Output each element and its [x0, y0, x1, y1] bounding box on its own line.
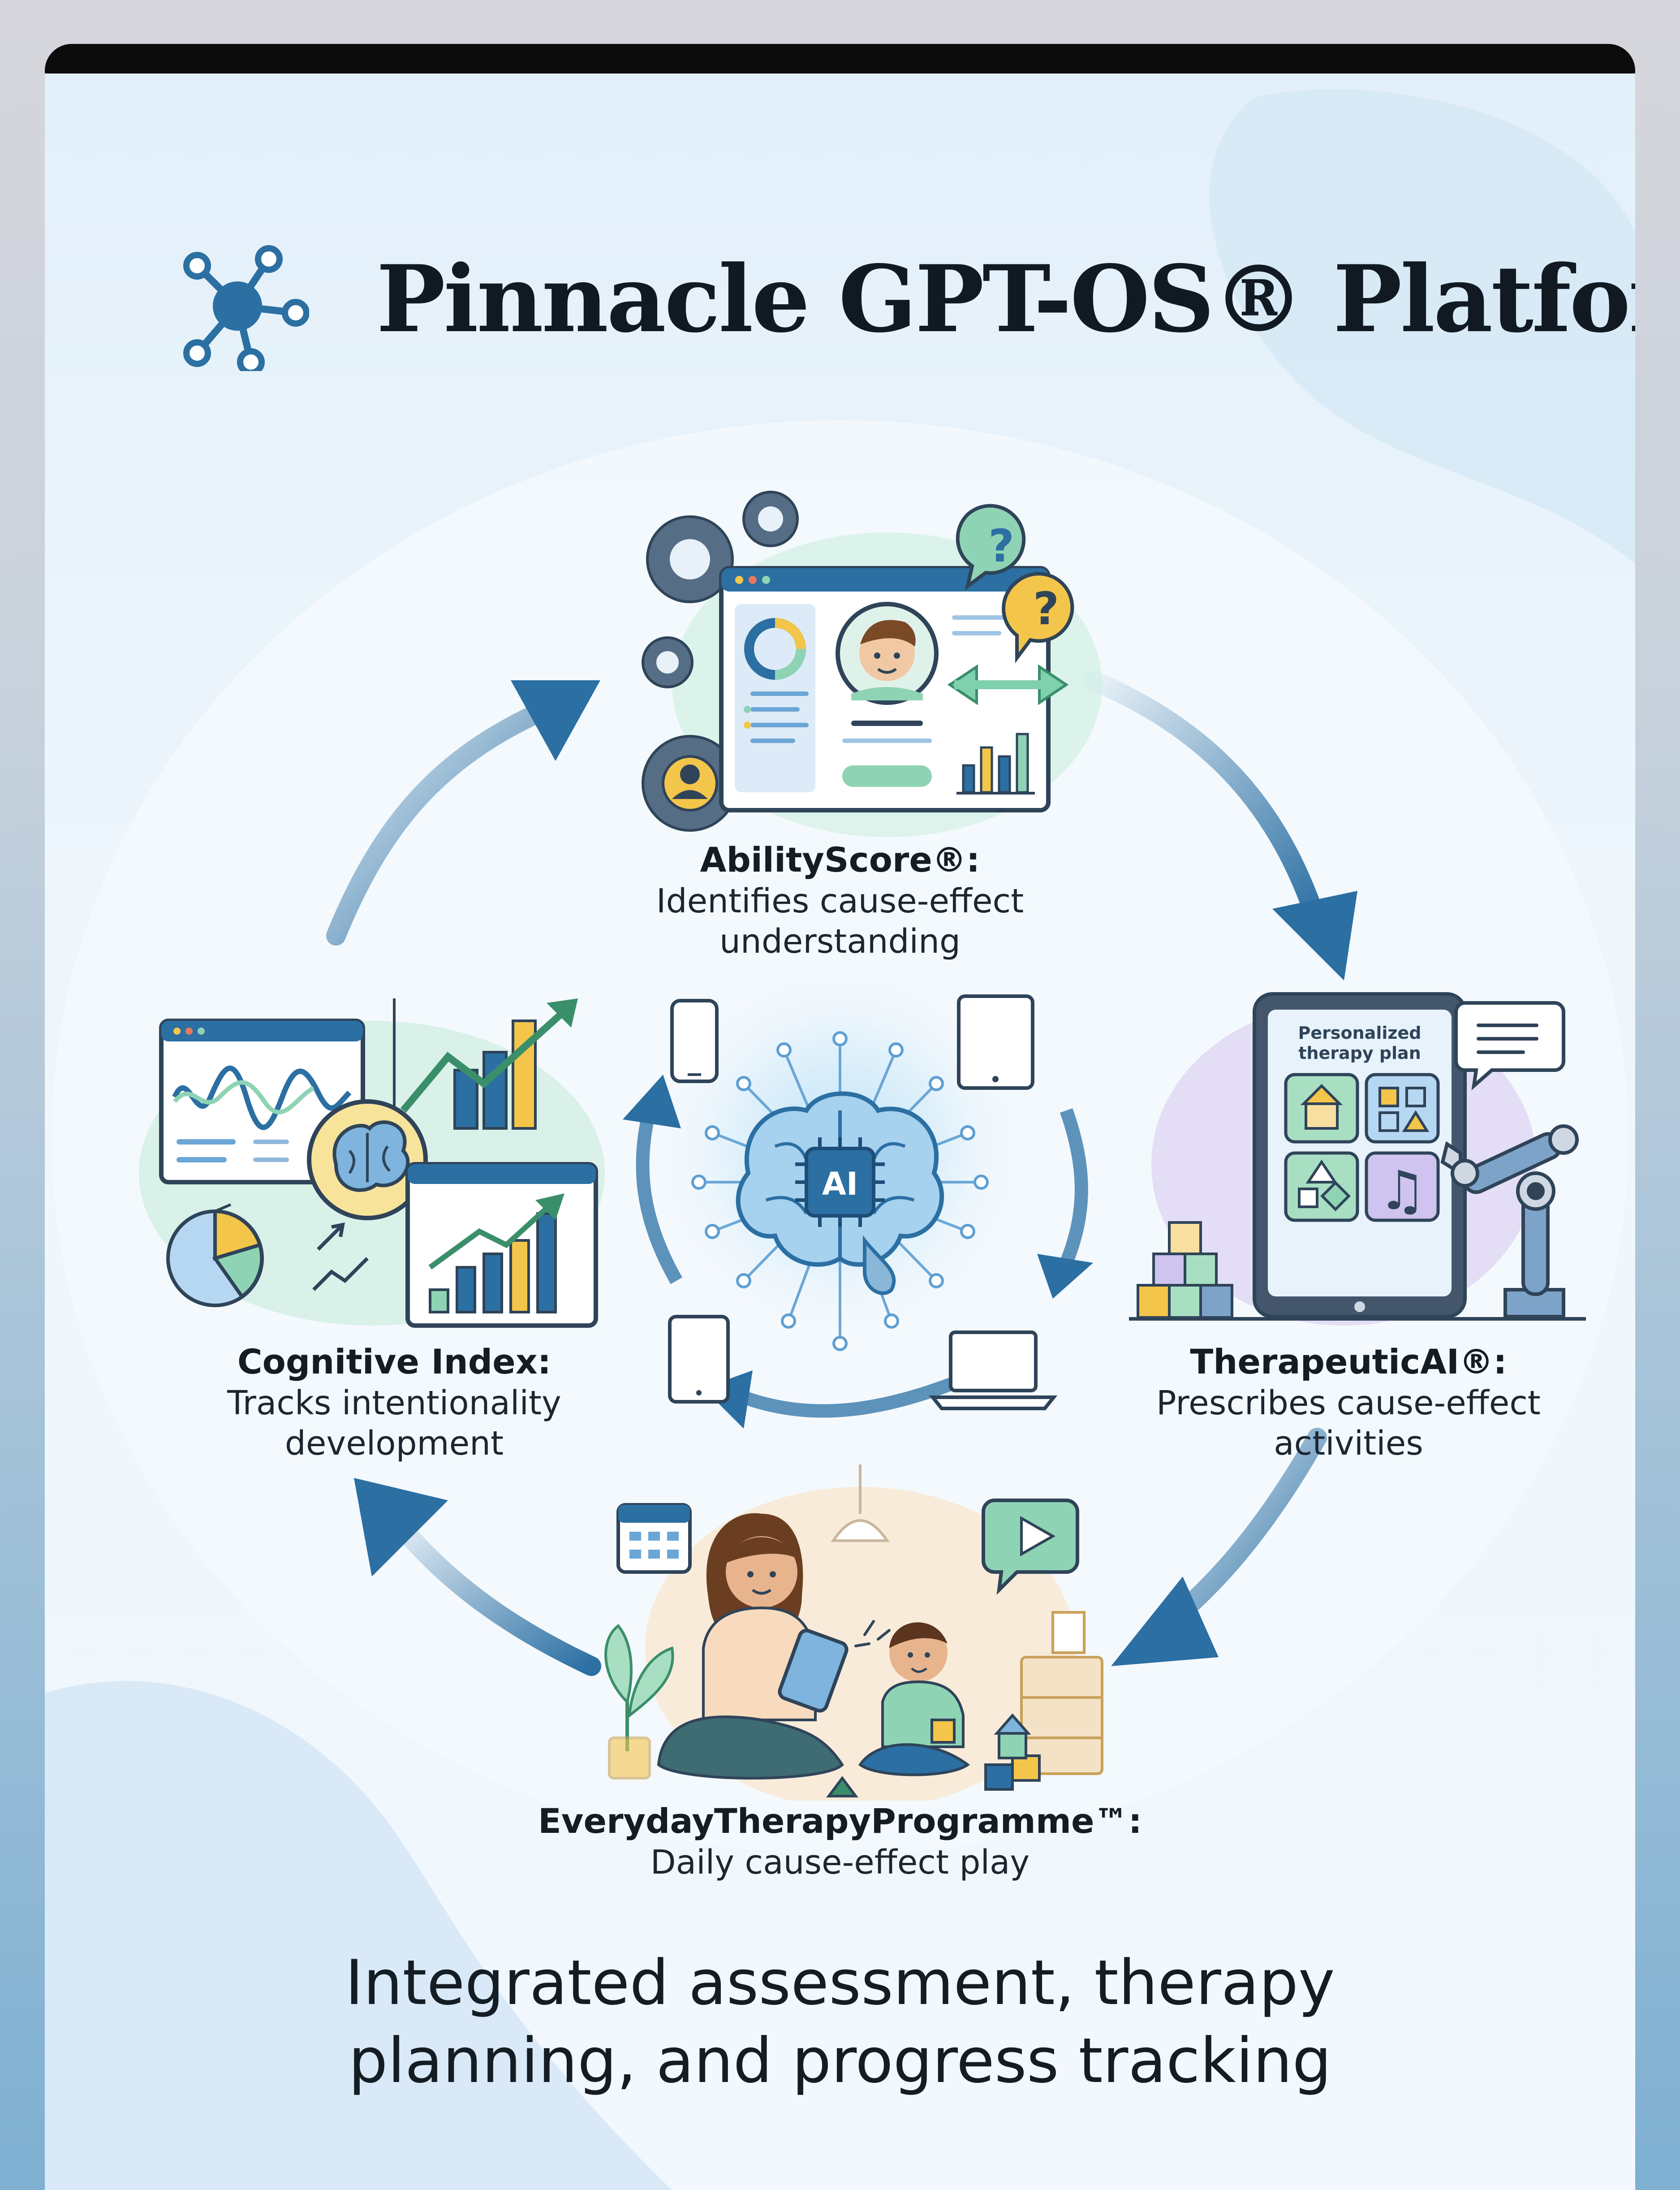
cognitive-index-desc-line2: development — [284, 1424, 504, 1463]
everyday-therapy-desc-line1: Daily cause-effect play — [650, 1843, 1030, 1882]
calendar-icon — [616, 1503, 692, 1574]
everyday-therapy-title: EverydayTherapyProgramme™: — [538, 1801, 1142, 1841]
everyday-therapy-label: EverydayTherapyProgramme™: Daily cause-e… — [515, 1801, 1165, 1883]
therapeuticai-desc-line2: activities — [1274, 1424, 1423, 1463]
tagline: Integrated assessment, therapy planning,… — [224, 1944, 1456, 2100]
abilityscore-desc-line2: understanding — [719, 922, 961, 961]
cycle-arrow-top-right-head — [1272, 891, 1357, 981]
therapeuticai-label: TherapeuticAI®: Prescribes cause-effect … — [1089, 1341, 1608, 1464]
cognitive-index-label: Cognitive Index: Tracks intentionality d… — [134, 1341, 654, 1464]
abilityscore-desc-line1: Identifies cause-effect — [656, 881, 1024, 920]
tagline-line2: planning, and progress tracking — [348, 2024, 1332, 2097]
ai-brain-chip-icon: AI — [668, 994, 1058, 1410]
panel-text-line1: Personalized — [1298, 1023, 1422, 1043]
cycle-arrow-bottom-left — [384, 1508, 601, 1676]
svg-text:?: ? — [1033, 583, 1059, 635]
cycle-arrow-top-right — [1083, 670, 1327, 932]
svg-text:?: ? — [988, 520, 1014, 572]
infographic-card: Pinnacle GPT-OS® Platform — [45, 44, 1635, 2190]
analytics-charts-icon — [139, 998, 605, 1328]
cognitive-index-desc-line1: Tracks intentionality — [227, 1383, 561, 1422]
top-bar — [45, 44, 1635, 73]
inner-arrow-right — [1060, 1108, 1088, 1266]
cycle-arrow-top-left — [326, 697, 561, 946]
cycle-arrow-bottom-left-head — [354, 1478, 448, 1577]
video-play-icon — [982, 1499, 1079, 1595]
tagline-line1: Integrated assessment, therapy — [345, 1947, 1335, 2019]
therapeuticai-desc-line1: Prescribes cause-effect — [1156, 1383, 1541, 1422]
smartphone-icon — [670, 999, 719, 1083]
page-title: Pinnacle GPT-OS® Platform — [376, 246, 1635, 353]
therapeuticai-title: TherapeuticAI®: — [1190, 1342, 1507, 1382]
parent-child-play-icon — [604, 1464, 1103, 1801]
inner-arrow-left — [636, 1109, 683, 1284]
cycle-arrow-top-left-head — [511, 680, 600, 761]
abilityscore-title: AbilityScore®: — [700, 840, 980, 880]
assessment-dashboard-icon: ? ? — [642, 491, 1102, 837]
cycle-arrow-bottom-right-head — [1111, 1577, 1219, 1666]
panel-text-line2: therapy plan — [1298, 1043, 1421, 1063]
cognitive-index-title: Cognitive Index: — [237, 1342, 551, 1382]
tablet-icon — [957, 994, 1034, 1090]
tablet-small-icon — [668, 1315, 730, 1404]
abilityscore-label: AbilityScore®: Identifies cause-effect u… — [582, 839, 1098, 962]
laptop-icon — [929, 1330, 1058, 1410]
ai-chip-label: AI — [822, 1166, 858, 1202]
inner-arrow-bottom — [741, 1373, 966, 1418]
network-hub-icon — [183, 245, 309, 371]
therapy-plan-tablet-icon: Personalized therapy plan ♫ — [1129, 992, 1586, 1326]
svg-text:♫: ♫ — [1378, 1160, 1426, 1222]
title-block: Pinnacle GPT-OS® Platform — [179, 232, 1635, 380]
